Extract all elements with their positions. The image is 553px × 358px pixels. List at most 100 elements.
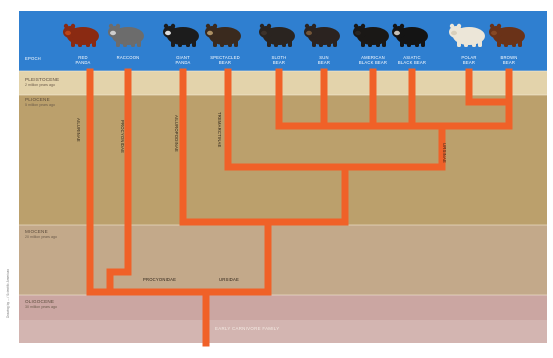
giant-panda-leg <box>192 40 196 47</box>
lineage-label-ailurinae: AILURINAE <box>76 118 81 142</box>
spectacled-bear-marking <box>207 30 213 36</box>
lineage-label-ursinae: URSINAE <box>442 143 447 163</box>
red-panda-label: PANDA <box>75 60 90 65</box>
giant-panda-label: GIANT <box>176 55 190 60</box>
sloth-bear-ear <box>259 23 265 29</box>
sun-bear-leg <box>327 40 331 47</box>
brown-bear-label: BEAR <box>503 60 515 65</box>
red-panda-ear <box>70 23 76 29</box>
epoch-miocene-age: 20 million years ago <box>25 235 57 239</box>
giant-panda-label: PANDA <box>175 60 190 65</box>
sun-bear-label: SUN <box>319 55 328 60</box>
raccoon-leg <box>131 40 135 47</box>
sloth-bear-leg <box>288 40 292 47</box>
epoch-oligocene-name: OLIGOCENE <box>25 299 54 304</box>
sun-bear-leg <box>333 40 337 47</box>
raccoon-leg <box>116 40 120 47</box>
sun-bear-ear <box>304 23 310 29</box>
giant-panda-leg <box>171 40 175 47</box>
american-black-bear-marking <box>355 30 361 36</box>
american-black-bear-leg <box>361 40 365 47</box>
polar-bear-label: BEAR <box>463 60 475 65</box>
polar-bear-leg <box>457 40 461 47</box>
sloth-bear-leg <box>282 40 286 47</box>
brown-bear-illustration <box>489 23 525 47</box>
pleistocene-band <box>19 71 547 95</box>
polar-bear-leg <box>464 40 468 47</box>
raccoon-illustration <box>108 23 144 47</box>
red-panda-marking <box>65 30 71 36</box>
giant-panda-ear <box>170 23 176 29</box>
sun-bear-ear <box>311 23 317 29</box>
brown-bear-leg <box>497 40 501 47</box>
spectacled-bear-leg <box>234 40 238 47</box>
american-black-bear-ear <box>353 23 359 29</box>
brown-bear-ear <box>496 23 502 29</box>
lineage-label-procyonidae: PROCYONIDAE <box>120 120 125 153</box>
asiatic-black-bear-ear <box>392 23 398 29</box>
american-black-bear-leg <box>376 40 380 47</box>
brown-bear-leg <box>512 40 516 47</box>
red-panda-ear <box>63 23 69 29</box>
epoch-pleistocene-age: 2 million years ago <box>25 83 55 87</box>
lineage-label-procyonidae-horizontal: PROCYONIDAE <box>143 277 176 282</box>
pliocene-band <box>19 95 547 225</box>
lineage-label-ursidae: URSIDAE <box>219 277 239 282</box>
giant-panda-leg <box>186 40 190 47</box>
raccoon-ear <box>115 23 121 29</box>
spectacled-bear-leg <box>213 40 217 47</box>
american-black-bear-label: AMERICAN <box>361 55 385 60</box>
american-black-bear-ear <box>360 23 366 29</box>
red-panda-illustration <box>63 23 99 47</box>
american-black-bear-leg <box>368 40 372 47</box>
american-black-bear-illustration <box>353 23 389 47</box>
asiatic-black-bear-marking <box>394 30 400 36</box>
brown-bear-label: BROWN <box>500 55 517 60</box>
polar-bear-marking <box>451 30 457 36</box>
american-black-bear-leg <box>382 40 386 47</box>
asiatic-black-bear-ear <box>399 23 405 29</box>
polar-bear-label: POLAR <box>461 55 476 60</box>
sloth-bear-marking <box>261 30 267 36</box>
giant-panda-illustration <box>163 23 199 47</box>
asiatic-black-bear-leg <box>407 40 411 47</box>
raccoon-leg <box>123 40 127 47</box>
polar-bear-ear <box>449 23 455 29</box>
lineage-label-tremarctinae: TREMARCTINAE <box>217 112 222 147</box>
sloth-bear-leg <box>267 40 271 47</box>
sloth-bear-label: BEAR <box>273 60 285 65</box>
sloth-bear-label: SLOTH <box>272 55 287 60</box>
spectacled-bear-leg <box>220 40 224 47</box>
spectacled-bear-ear <box>212 23 218 29</box>
giant-panda-leg <box>178 40 182 47</box>
epoch-oligocene-age: 30 million years ago <box>25 305 57 309</box>
early-band <box>19 320 547 343</box>
giant-panda-marking <box>165 30 171 36</box>
spectacled-bear-leg <box>228 40 232 47</box>
sloth-bear-illustration <box>259 23 295 47</box>
asiatic-black-bear-label: ASIATIC <box>403 55 420 60</box>
sun-bear-leg <box>319 40 323 47</box>
polar-bear-leg <box>478 40 482 47</box>
epoch-pliocene-age: 5 million years ago <box>25 103 55 107</box>
asiatic-black-bear-leg <box>400 40 404 47</box>
epoch-column-header: EPOCH <box>25 56 41 61</box>
asiatic-black-bear-label: BLACK BEAR <box>398 60 426 65</box>
red-panda-leg <box>78 40 82 47</box>
image-credit: Drawing by ... / Scientific American <box>6 269 10 318</box>
spectacled-bear-label: SPECTACLED <box>210 55 240 60</box>
red-panda-leg <box>86 40 90 47</box>
lineage-label-ailuropodinae: AILUROPODINAE <box>174 115 179 152</box>
diagram-text: EPOCH PLEISTOCENE 2 million years ago PL… <box>6 56 447 331</box>
american-black-bear-label: BLACK BEAR <box>359 60 387 65</box>
epoch-pliocene-name: PLIOCENE <box>25 97 50 102</box>
spectacled-bear-illustration <box>205 23 241 47</box>
raccoon-leg <box>137 40 141 47</box>
sloth-bear-leg <box>274 40 278 47</box>
sun-bear-marking <box>306 30 312 36</box>
polar-bear-ear <box>456 23 462 29</box>
